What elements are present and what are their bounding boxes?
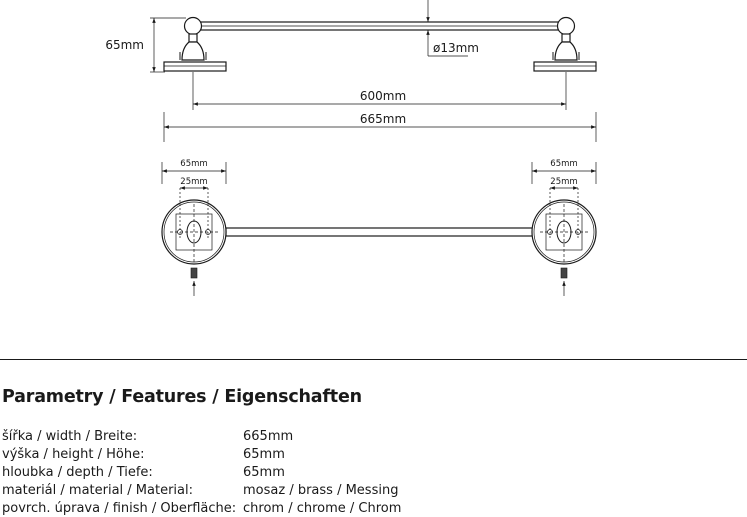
- technical-drawing: 65mm ø13mm 600mm 665mm: [105, 0, 597, 296]
- spec-label: povrch. úprava / finish / Oberfläche:: [2, 500, 237, 516]
- right-hole-dimension: 25mm: [550, 177, 578, 190]
- spec-value: 65mm: [243, 446, 285, 462]
- features-heading: Parametry / Features / Eigenschaften: [2, 387, 362, 407]
- spec-value: chrom / chrome / Chrom: [243, 500, 402, 516]
- features-table: šířka / width / Breite: 665mm výška / he…: [2, 427, 602, 517]
- spec-row-height: výška / height / Höhe: 65mm: [2, 445, 602, 463]
- left-width-dimension: 65mm: [161, 159, 227, 184]
- left-outer-label: 65mm: [180, 159, 207, 169]
- height-label: 65mm: [105, 38, 144, 52]
- spec-row-depth: hloubka / depth / Tiefe: 65mm: [2, 463, 602, 481]
- height-dimension: 65mm: [105, 17, 186, 73]
- top-view: 65mm 25mm 65mm 25mm: [161, 159, 597, 296]
- spec-value: mosaz / brass / Messing: [243, 482, 399, 498]
- left-rosette-top: [161, 188, 227, 296]
- outer-length-dimension: 665mm: [163, 112, 597, 142]
- right-width-dimension: 65mm: [531, 159, 597, 184]
- side-view: 65mm ø13mm 600mm 665mm: [105, 0, 597, 142]
- section-divider: [0, 359, 747, 360]
- spec-label: šířka / width / Breite:: [2, 428, 138, 444]
- outer-length-label: 665mm: [360, 112, 406, 126]
- spec-label: materiál / material / Material:: [2, 482, 194, 498]
- inner-length-label: 600mm: [360, 89, 406, 103]
- spec-value: 665mm: [243, 428, 294, 444]
- spec-row-material: materiál / material / Material: mosaz / …: [2, 481, 602, 499]
- spec-label: hloubka / depth / Tiefe:: [2, 464, 153, 480]
- right-inner-label: 25mm: [550, 177, 577, 187]
- spec-value: 65mm: [243, 464, 285, 480]
- spec-row-width: šířka / width / Breite: 665mm: [2, 427, 602, 445]
- spec-label: výška / height / Höhe:: [2, 446, 145, 462]
- left-inner-label: 25mm: [180, 177, 207, 187]
- right-rosette-top: [531, 188, 597, 296]
- right-bracket-side: [533, 16, 597, 72]
- left-hole-dimension: 25mm: [180, 177, 208, 190]
- towel-bar-side: [199, 21, 561, 31]
- right-outer-label: 65mm: [550, 159, 577, 169]
- spec-row-finish: povrch. úprava / finish / Oberfläche: ch…: [2, 499, 602, 517]
- inner-length-dimension: 600mm: [192, 72, 567, 110]
- left-bracket-side: [163, 16, 227, 72]
- diameter-callout: ø13mm: [426, 30, 479, 57]
- towel-bar-top: [225, 227, 535, 237]
- diameter-label: ø13mm: [433, 41, 479, 55]
